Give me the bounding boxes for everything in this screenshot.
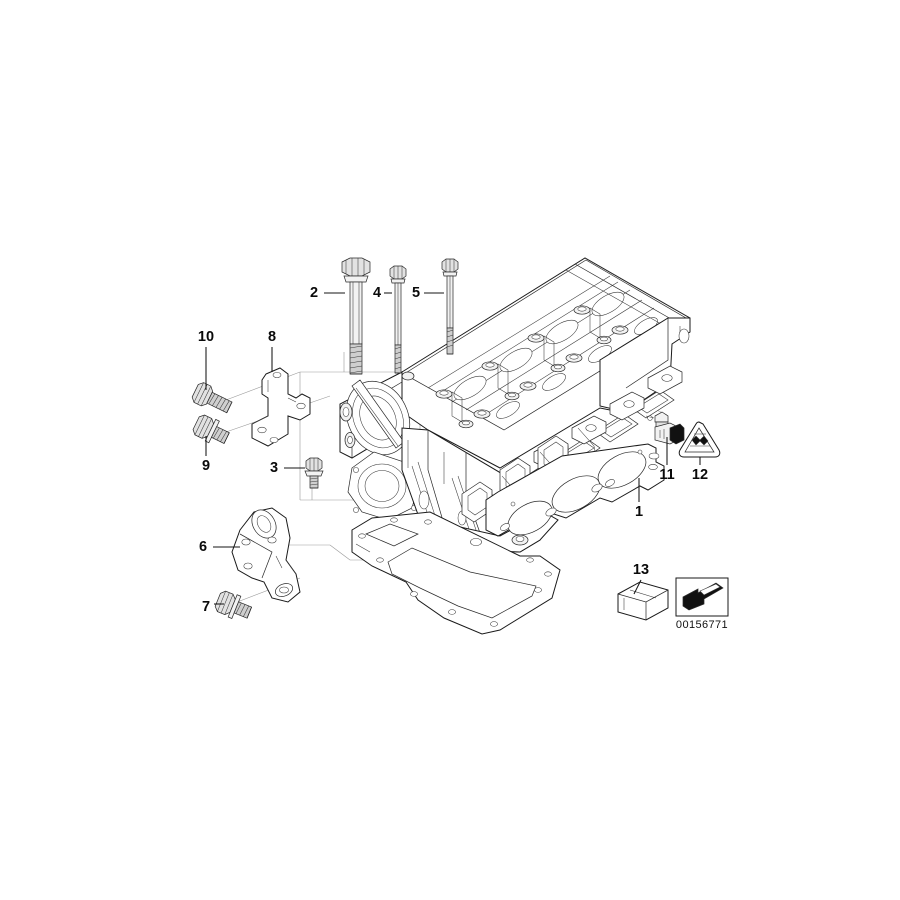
callout-7: 7	[202, 599, 210, 615]
callout-9: 9	[202, 458, 210, 474]
callout-3: 3	[270, 460, 278, 476]
callout-10: 10	[198, 329, 214, 345]
hex-head-bolt	[191, 382, 233, 414]
warning-label-triangle	[678, 421, 721, 458]
callout-1: 1	[635, 504, 643, 520]
callout-13: 13	[633, 562, 649, 578]
callout-8: 8	[268, 329, 276, 345]
cylinder-head-bolt-short	[441, 258, 459, 355]
head-bolt-bosses	[435, 305, 629, 429]
part-number-caption: 00156771	[676, 619, 728, 631]
hex-flange-bolt	[192, 414, 230, 444]
cylinder-head-bolt-medium	[389, 265, 407, 374]
callout-2: 2	[310, 285, 318, 301]
callout-numbers: 2 4 5 10 8 9 3 6 7 1 11 12 13	[198, 285, 708, 615]
hex-bolt-short	[304, 457, 324, 489]
lower-flat-gasket	[351, 511, 561, 635]
callout-6: 6	[199, 539, 207, 555]
cylinder-head-bolt-long	[341, 257, 371, 375]
cylinder-head-gasket	[485, 443, 665, 537]
callout-leader-lines	[205, 292, 701, 605]
callout-5: 5	[412, 285, 420, 301]
sealing-compound-box	[617, 581, 669, 621]
engine-mount-bracket	[231, 507, 301, 603]
bracket-bolt	[214, 590, 253, 619]
front-sealing-flange	[347, 451, 419, 521]
temperature-sensor	[645, 411, 685, 445]
callout-11: 11	[659, 467, 674, 483]
repair-instruction-arrow-icon	[675, 577, 729, 617]
support-bracket	[251, 367, 311, 447]
callout-12: 12	[692, 467, 708, 483]
callout-4: 4	[373, 285, 381, 301]
deck-webs	[451, 307, 601, 423]
